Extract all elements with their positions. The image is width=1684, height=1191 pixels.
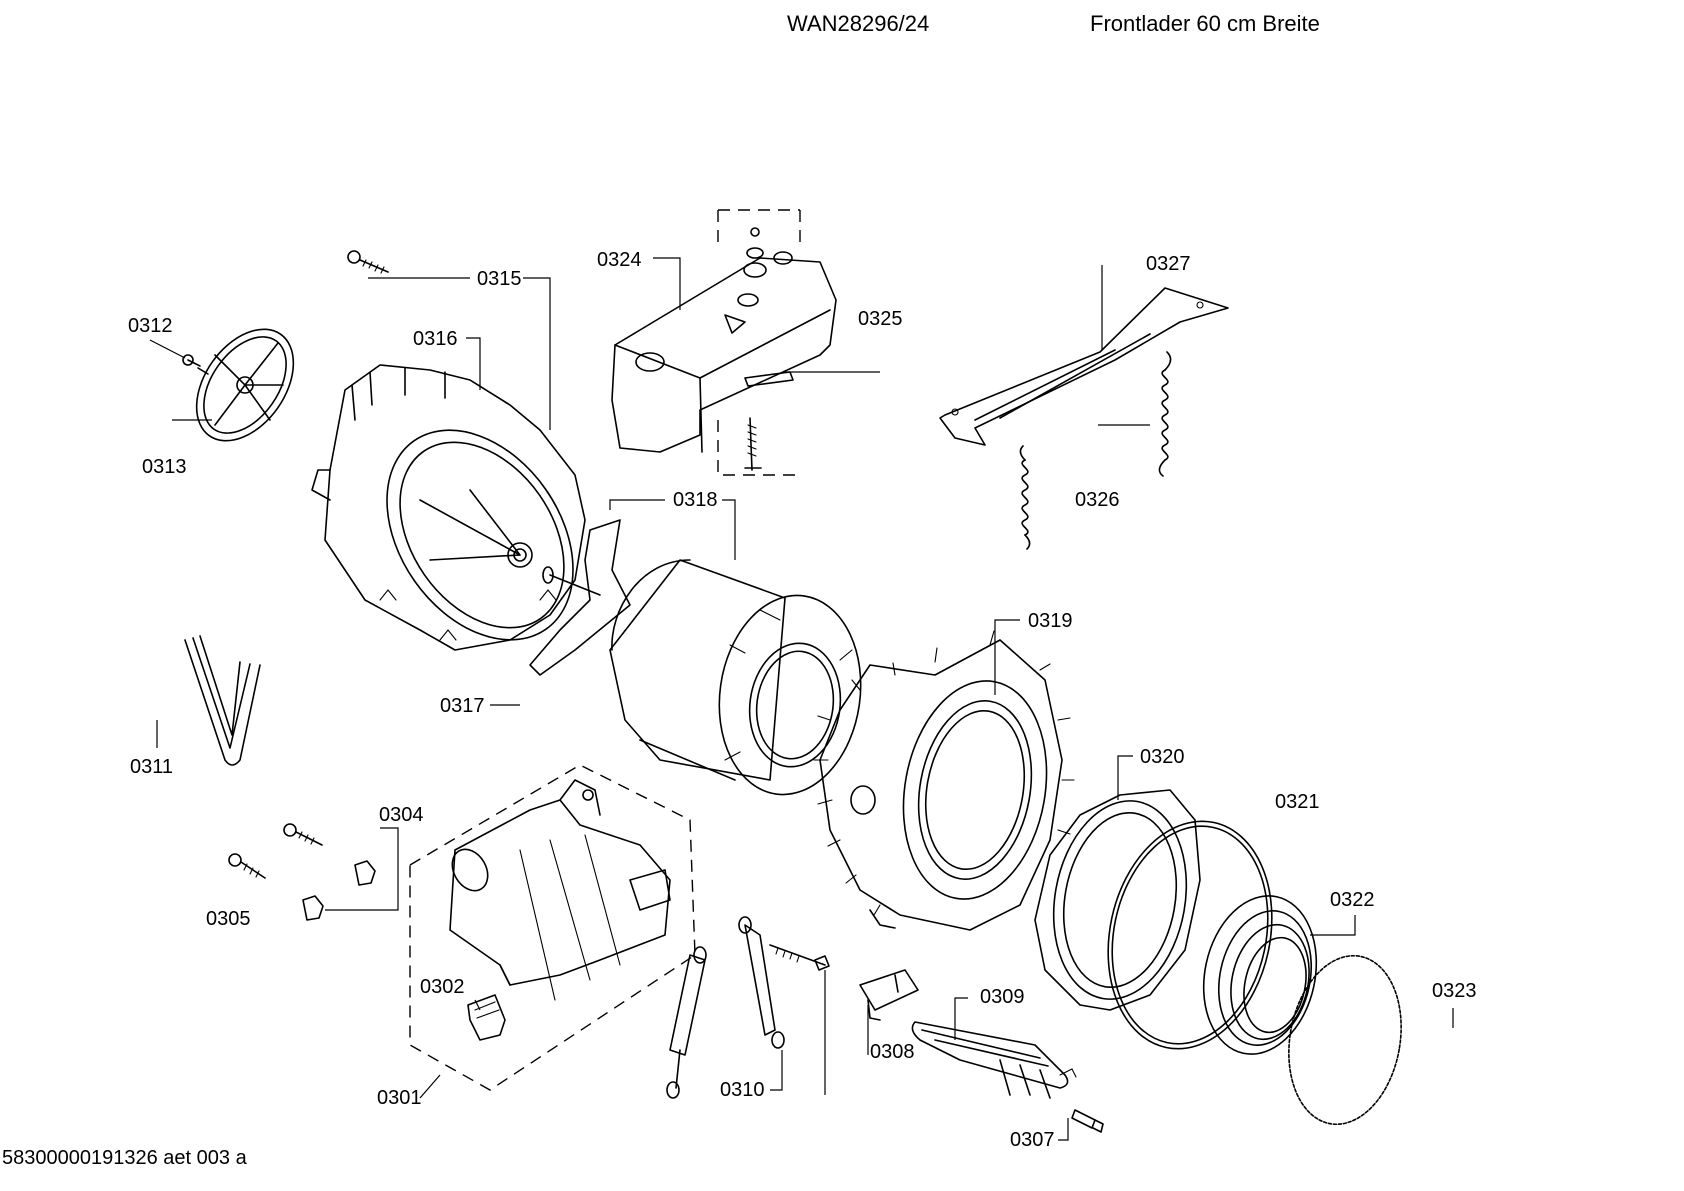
svg-text:0312: 0312: [128, 315, 173, 337]
svg-text:0302: 0302: [420, 976, 465, 998]
ring-part: [1107, 820, 1273, 1050]
svg-text:0311: 0311: [130, 756, 173, 778]
front-tub-part: [813, 630, 1075, 931]
svg-text:0307: 0307: [1010, 1129, 1055, 1151]
svg-text:0313: 0313: [142, 456, 187, 478]
callout-0322: 0322: [1310, 889, 1375, 936]
screw-part-0315: [347, 250, 389, 274]
svg-text:0318: 0318: [673, 489, 718, 511]
callout-0311: 0311: [130, 720, 173, 778]
svg-text:0310: 0310: [720, 1079, 765, 1101]
svg-text:0327: 0327: [1146, 253, 1191, 275]
svg-text:0320: 0320: [1140, 746, 1185, 768]
callout-0313: 0313: [142, 419, 212, 478]
connector-part-0302: [467, 994, 506, 1041]
clamp-ring-part: [1288, 954, 1402, 1126]
rear-tub-part: [311, 364, 586, 651]
callout-0304: 0304: [325, 804, 424, 911]
callout-0316: 0316: [413, 328, 481, 390]
screw-part-0312: [182, 354, 209, 375]
heating-element-part: [911, 1021, 1077, 1099]
callout-0312: 0312: [128, 315, 186, 359]
svg-text:0323: 0323: [1432, 980, 1477, 1002]
callout-0327: 0327: [1101, 253, 1191, 350]
model-number: WAN28296/24: [787, 11, 930, 36]
front-weight-part: [1034, 789, 1201, 1011]
callout-0308: 0308: [867, 1005, 915, 1063]
svg-text:0301: 0301: [377, 1087, 422, 1109]
pulley-part: [195, 328, 295, 442]
cross-brace-part: [939, 287, 1229, 446]
callout-0321: 0321: [1275, 791, 1320, 813]
callout-0302: 0302: [420, 976, 481, 1011]
svg-text:0319: 0319: [1028, 610, 1073, 632]
callout-0307: 0307: [1010, 1118, 1069, 1151]
drum-flange-part: [529, 519, 631, 676]
svg-text:0321: 0321: [1275, 791, 1320, 813]
callout-0310: 0310: [720, 970, 826, 1101]
shock-absorber-part: [666, 916, 830, 1099]
callout-0324: 0324: [597, 249, 681, 310]
model-description: Frontlader 60 cm Breite: [1090, 11, 1320, 36]
drum-part: [609, 559, 862, 796]
callout-0317: 0317: [440, 695, 520, 717]
svg-text:0304: 0304: [379, 804, 424, 826]
bushing-part: [302, 860, 376, 921]
svg-text:0305: 0305: [206, 908, 251, 930]
callout-0325: 0325: [785, 308, 903, 373]
motor-part: [409, 764, 696, 1091]
callout-0309: 0309: [954, 986, 1025, 1040]
callout-0319: 0319: [994, 610, 1073, 695]
svg-text:0309: 0309: [980, 986, 1025, 1008]
callout-0318: 0318: [609, 489, 736, 560]
heater-holder-part: [859, 969, 919, 1021]
svg-text:0315: 0315: [477, 268, 522, 290]
document-code: 58300000191326 aet 003 a: [2, 1147, 247, 1169]
door-bellows-part: [1202, 895, 1318, 1055]
svg-text:0325: 0325: [858, 308, 903, 330]
spring-part: [1019, 351, 1172, 550]
callout-0320: 0320: [1117, 746, 1185, 800]
callout-0305: 0305: [206, 908, 251, 930]
callout-0323: 0323: [1432, 980, 1477, 1028]
svg-text:0322: 0322: [1330, 889, 1375, 911]
svg-text:0316: 0316: [413, 328, 458, 350]
svg-text:0308: 0308: [870, 1041, 915, 1063]
callout-0301: 0301: [377, 1074, 441, 1109]
svg-text:0326: 0326: [1075, 489, 1120, 511]
svg-text:0317: 0317: [440, 695, 485, 717]
counterweight-part: [611, 209, 837, 476]
ntc-sensor-part: [1071, 1109, 1104, 1133]
callout-0315: 0315: [368, 268, 551, 430]
svg-text:0324: 0324: [597, 249, 642, 271]
screw-part-0304: [228, 823, 323, 879]
callout-0326: 0326: [1075, 424, 1150, 511]
belt-part: [184, 635, 261, 766]
